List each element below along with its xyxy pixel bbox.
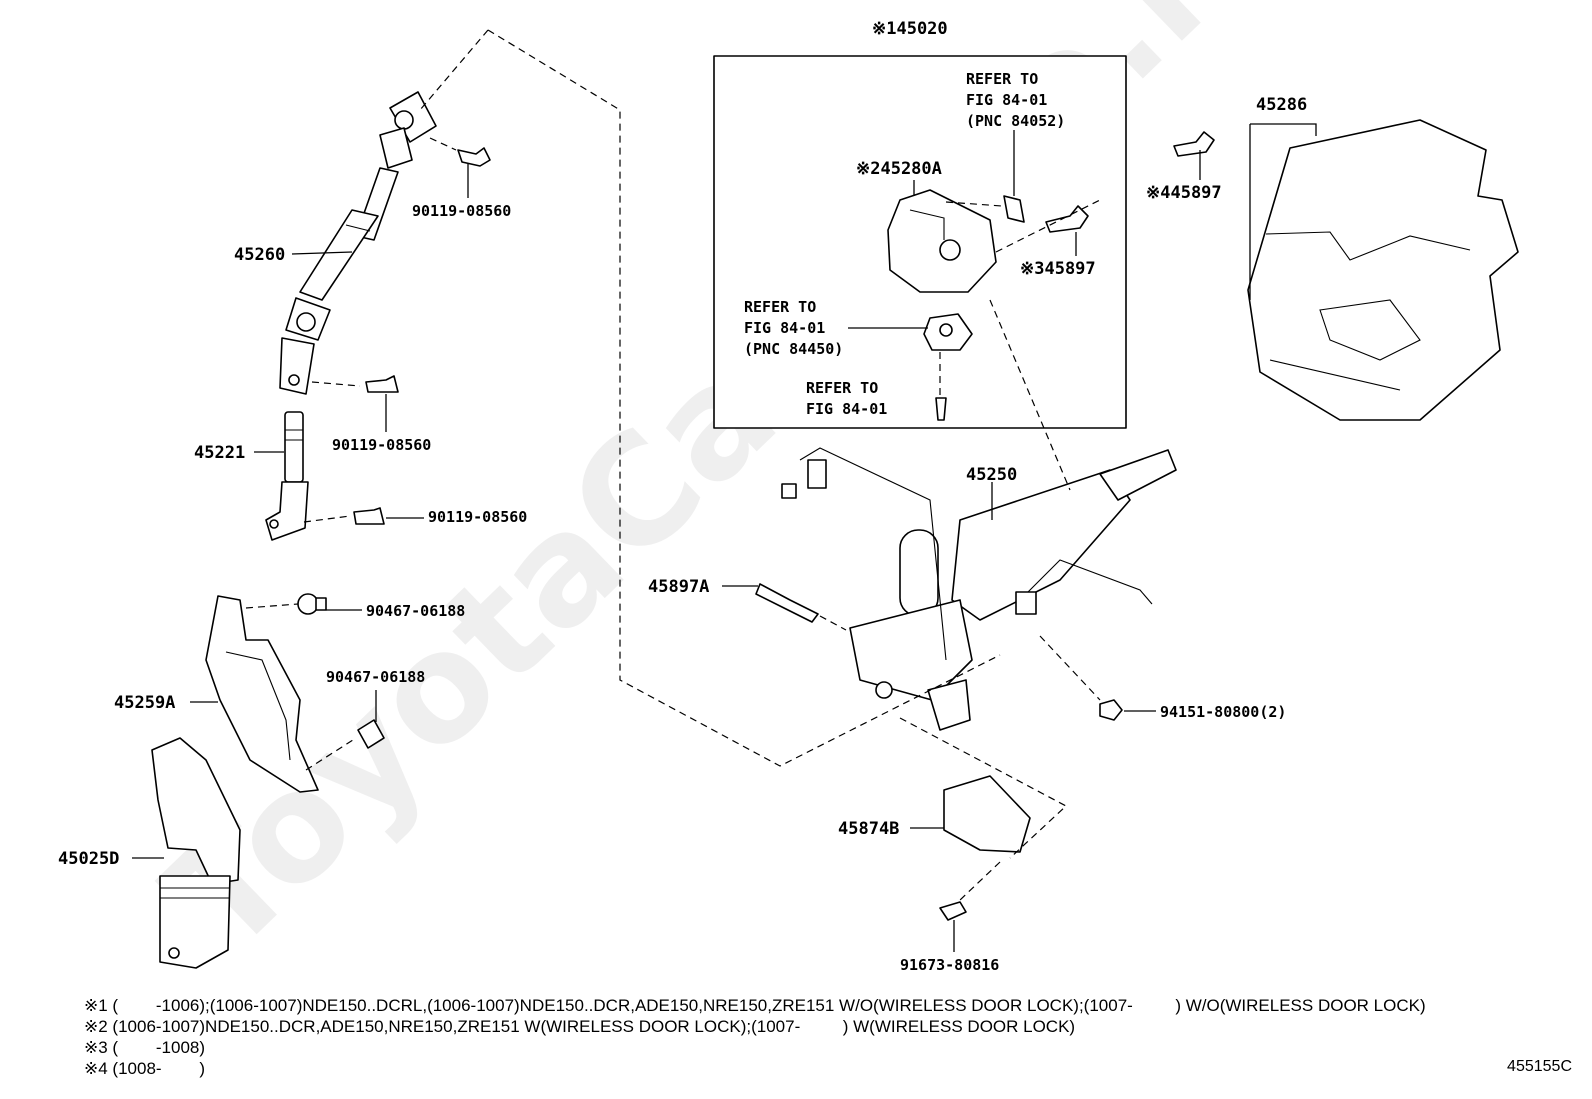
footnote: ※1 ( -1006);(1006-1007)NDE150..DCRL,(100… [84, 996, 1426, 1015]
figure-reference-84-01: REFER TO FIG 84-01 [806, 379, 887, 418]
assembly-dashed-line [819, 615, 847, 631]
part-label-45280A: ※245280A [856, 159, 942, 179]
screw-icon [939, 901, 967, 921]
assembly-dashed-line [305, 737, 357, 771]
column-hole-cover-drawing [205, 595, 319, 793]
bolt-icon [457, 147, 491, 167]
column-cover-drawing [1247, 119, 1519, 421]
intermediate-shaft-drawing [279, 91, 437, 395]
part-label-445897: ※445897 [1146, 183, 1222, 203]
footnote: ※4 (1008- ) [84, 1059, 206, 1078]
assembly-dashed-line [899, 717, 1068, 859]
part-label-45221: 45221 [194, 443, 245, 463]
footnote: ※2 (1006-1007)NDE150..DCR,ADE150,NRE150,… [84, 1017, 1076, 1036]
part-label-45025D: 45025D [58, 849, 119, 869]
steering-column-drawing [781, 447, 1177, 731]
bolt-icon [365, 375, 399, 393]
assembly-dashed-line [487, 29, 1001, 767]
assembly-dashed-line [989, 299, 1071, 491]
figure-reference-84052: REFER TO FIG 84-01 (PNC 84052) [966, 70, 1065, 130]
part-label-45286: 45286 [1256, 95, 1307, 115]
leader-line [291, 251, 353, 255]
footnote: ※3 ( -1008) [84, 1038, 206, 1057]
switch-drawing [1003, 195, 1025, 223]
part-label-345897: ※345897 [1020, 259, 1096, 279]
bolt-icon [353, 507, 385, 525]
part-label-90119-08560: 90119-08560 [332, 436, 431, 454]
diagram-code: 455155C [1507, 1058, 1572, 1075]
bolt-icon [1173, 131, 1215, 157]
assembly-dashed-line [995, 199, 1101, 253]
lower-shaft-drawing [265, 411, 309, 541]
bolt-icon [1045, 205, 1089, 233]
part-label-45020: ※145020 [872, 19, 948, 39]
assembly-dashed-line [945, 201, 1003, 207]
part-label-90467-06188: 90467-06188 [326, 668, 425, 686]
part-label-45259A: 45259A [114, 693, 175, 713]
screw-icon [935, 397, 947, 421]
part-label-91673-80816: 91673-80816 [900, 956, 999, 974]
part-label-45897A: 45897A [648, 577, 709, 597]
part-label-94151-80800: 94151-80800(2) [1160, 703, 1286, 721]
part-label-45874B: 45874B [838, 819, 899, 839]
assembly-dashed-line [245, 603, 299, 609]
part-label-90467-06188: 90467-06188 [366, 602, 465, 620]
column-upper-cover-drawing [943, 775, 1031, 853]
assembly-dashed-line [311, 381, 361, 387]
assembly-dashed-line [429, 137, 457, 151]
nut-icon [1099, 699, 1123, 721]
assembly-dashed-line [1039, 635, 1101, 701]
part-label-45260: 45260 [234, 245, 285, 265]
part-label-90119-08560: 90119-08560 [428, 508, 527, 526]
ignition-switch-drawing [923, 313, 973, 351]
footnotes: ※1 ( -1006);(1006-1007)NDE150..DCRL,(100… [84, 995, 1426, 1079]
assembly-dashed-line [303, 515, 351, 523]
clip-icon [297, 593, 327, 615]
figure-reference-84450: REFER TO FIG 84-01 (PNC 84450) [744, 298, 843, 358]
part-label-90119-08560: 90119-08560 [412, 202, 511, 220]
assembly-dashed-line [419, 29, 489, 111]
ignition-lock-drawing [887, 189, 997, 293]
assembly-dashed-line [959, 861, 1001, 901]
part-label-45250: 45250 [966, 465, 1017, 485]
clip-icon [357, 719, 385, 749]
bolt-icon [755, 583, 819, 623]
leader-line [1250, 123, 1317, 136]
column-boot-drawing [151, 737, 241, 969]
